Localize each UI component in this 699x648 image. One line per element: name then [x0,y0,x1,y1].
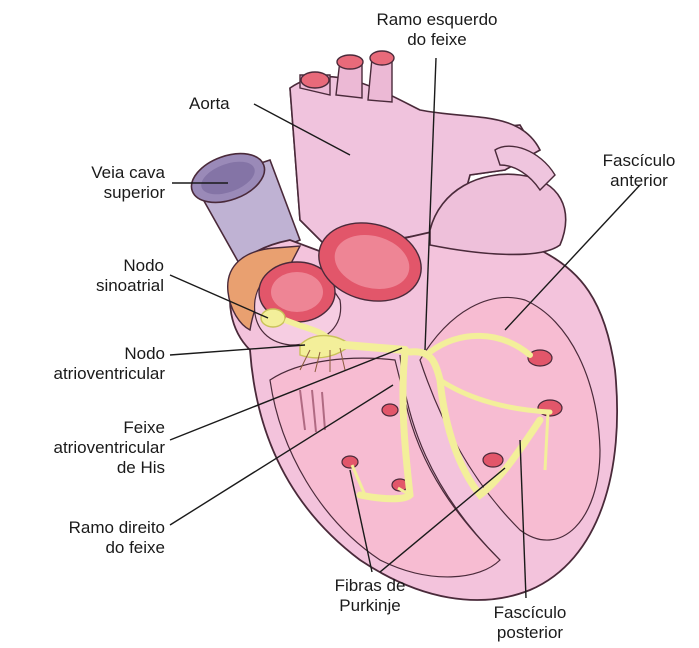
label-ramo-esquerdo: Ramo esquerdo do feixe [352,10,522,50]
label-fasciculo-anterior: Fascículo anterior [580,151,698,191]
label-veia-cava: Veia cava superior [40,163,165,203]
sa-node [261,309,285,327]
label-ramo-direito: Ramo direito do feixe [20,518,165,558]
label-nodo-sinoatrial: Nodo sinoatrial [40,256,164,296]
label-fasciculo-posterior: Fascículo posterior [470,603,590,643]
label-feixe-his: Feixe atrioventricular de His [10,418,165,478]
label-nodo-av: Nodo atrioventricular [10,344,165,384]
label-fibras-purkinje: Fibras de Purkinje [305,576,435,616]
label-aorta: Aorta [189,94,230,114]
